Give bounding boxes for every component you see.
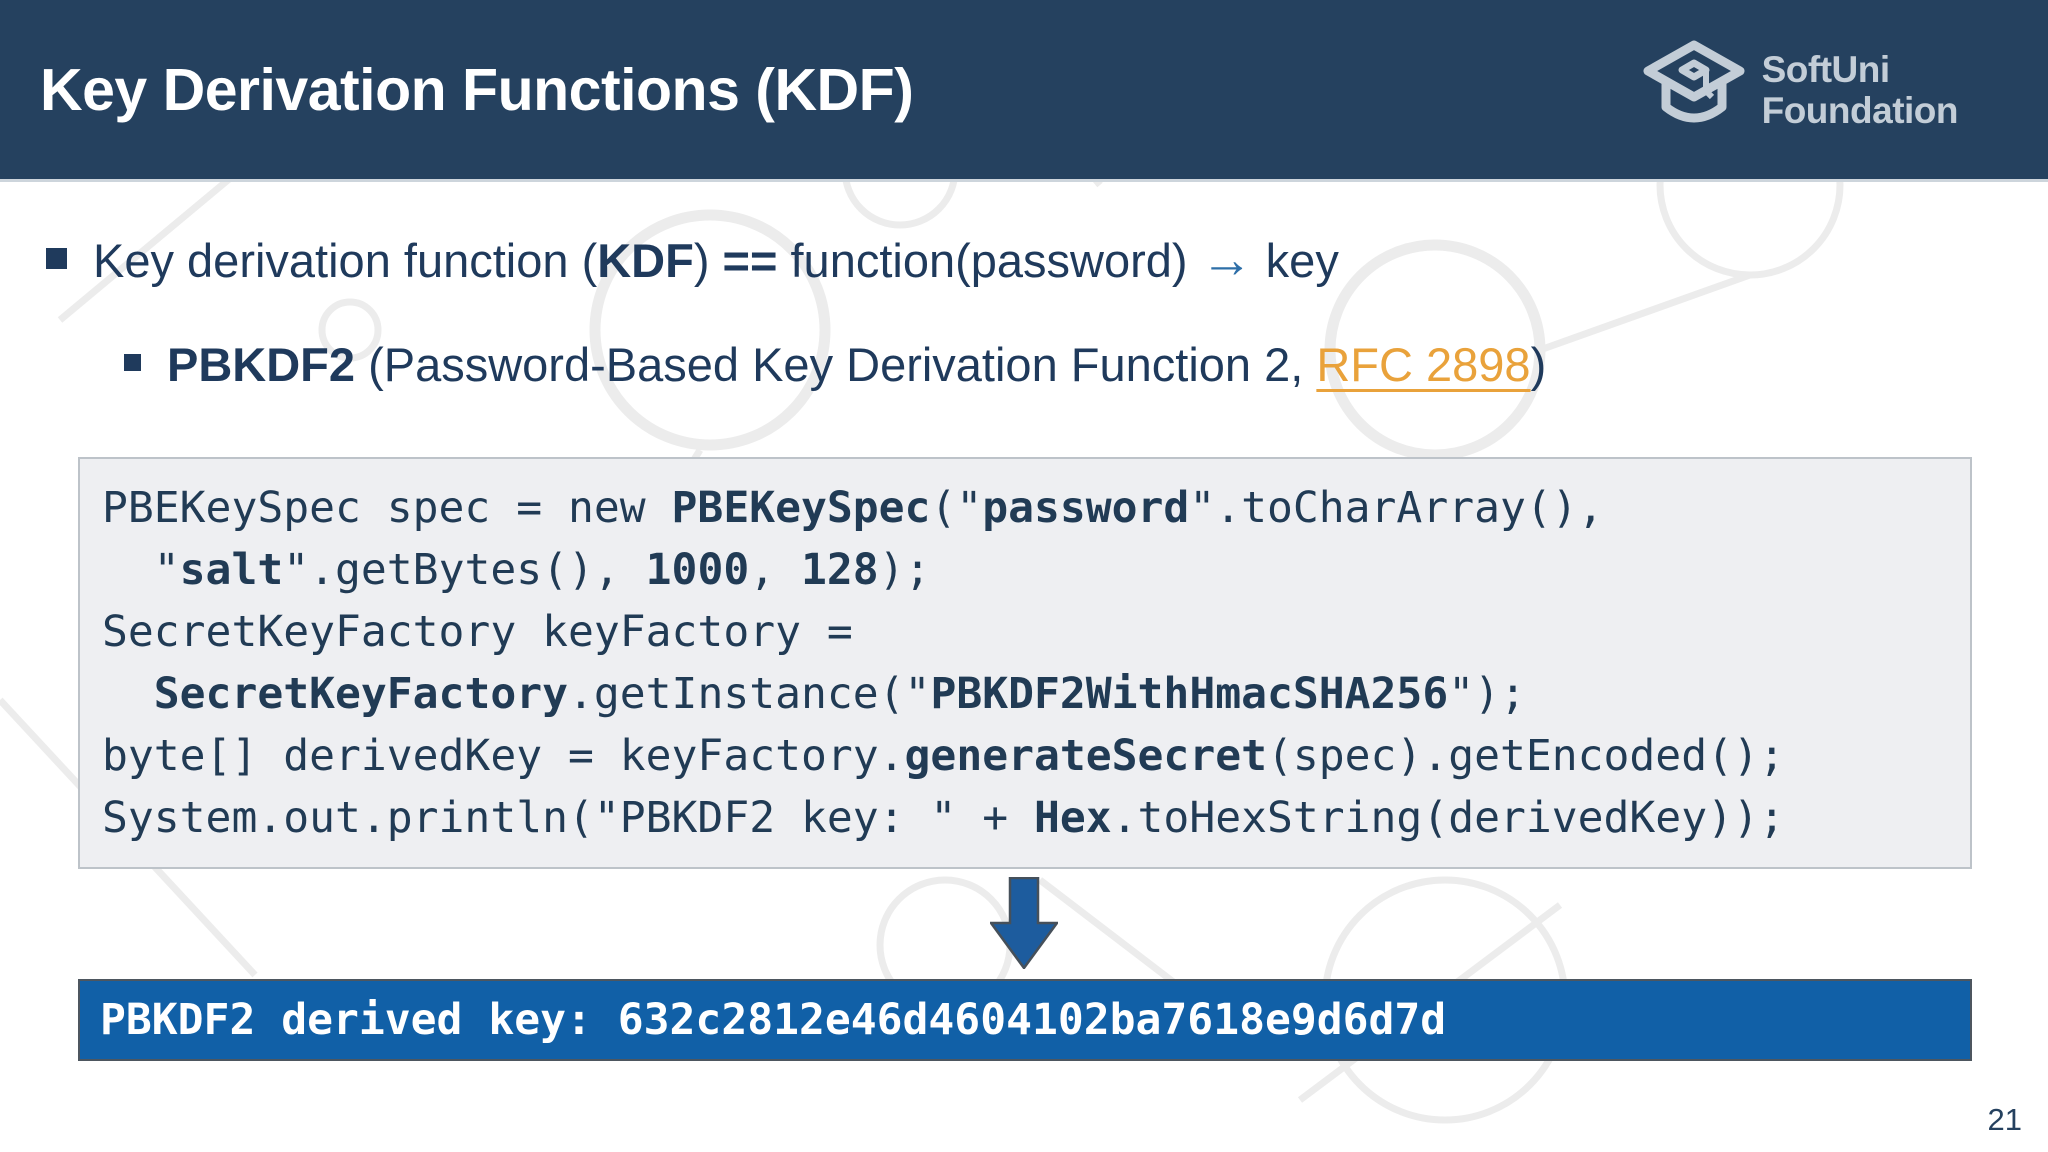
page-number: 21 [1987, 1102, 2022, 1137]
code-line: "salt".getBytes(), 1000, 128); [102, 545, 931, 595]
graduation-cap-icon [1642, 39, 1746, 140]
code-line: System.out.println("PBKDF2 key: " + Hex.… [102, 793, 1785, 843]
bullet2-text-mid: (Password-Based Key Derivation Function … [355, 338, 1317, 391]
right-arrow-glyph: → [1200, 231, 1253, 289]
output-text: PBKDF2 derived key: 632c2812e46d4604102b… [100, 995, 1447, 1045]
code-line: PBEKeySpec spec = new PBEKeySpec("passwo… [102, 483, 1604, 533]
bullet-pbkdf2: PBKDF2 (Password-Based Key Derivation Fu… [124, 333, 2048, 397]
bullet1-kdf-bold: KDF [597, 234, 694, 287]
down-arrow-wrap [0, 876, 2048, 971]
down-arrow-icon [988, 876, 1060, 971]
sub-bullet-square-icon [124, 354, 141, 371]
bullet2-text-post: ) [1530, 338, 1547, 391]
output-bar: PBKDF2 derived key: 632c2812e46d4604102b… [78, 979, 1972, 1061]
bullet2-pbkdf2-bold: PBKDF2 [167, 338, 356, 391]
bullet1-paren: ) [693, 234, 723, 287]
header-bar: Key Derivation Functions (KDF) SoftUni F… [0, 0, 2048, 182]
code-line: byte[] derivedKey = keyFactory.generateS… [102, 731, 1785, 781]
bullet-kdf-definition: Key derivation function (KDF) == functio… [46, 228, 2048, 293]
code-block: PBEKeySpec spec = new PBEKeySpec("passwo… [78, 457, 1972, 869]
bullet1-equals: == [722, 234, 778, 287]
code-line: SecretKeyFactory keyFactory = [102, 607, 853, 657]
softuni-logo: SoftUni Foundation [1642, 39, 1959, 140]
slide-content: Key derivation function (KDF) == functio… [0, 228, 2048, 1061]
rfc-2898-link[interactable]: RFC 2898 [1316, 338, 1531, 391]
code-line: SecretKeyFactory.getInstance("PBKDF2With… [153, 669, 1526, 719]
bullet-square-icon [46, 248, 67, 269]
logo-line2: Foundation [1761, 89, 1959, 131]
logo-text: SoftUni Foundation [1761, 48, 1959, 131]
logo-line1: SoftUni [1761, 48, 1891, 90]
page-title: Key Derivation Functions (KDF) [40, 56, 914, 123]
bullet1-text-mid: function(password) [777, 234, 1201, 287]
bullet1-text-pre: Key derivation function ( [93, 234, 598, 287]
bullet1-text-post: key [1252, 234, 1339, 287]
